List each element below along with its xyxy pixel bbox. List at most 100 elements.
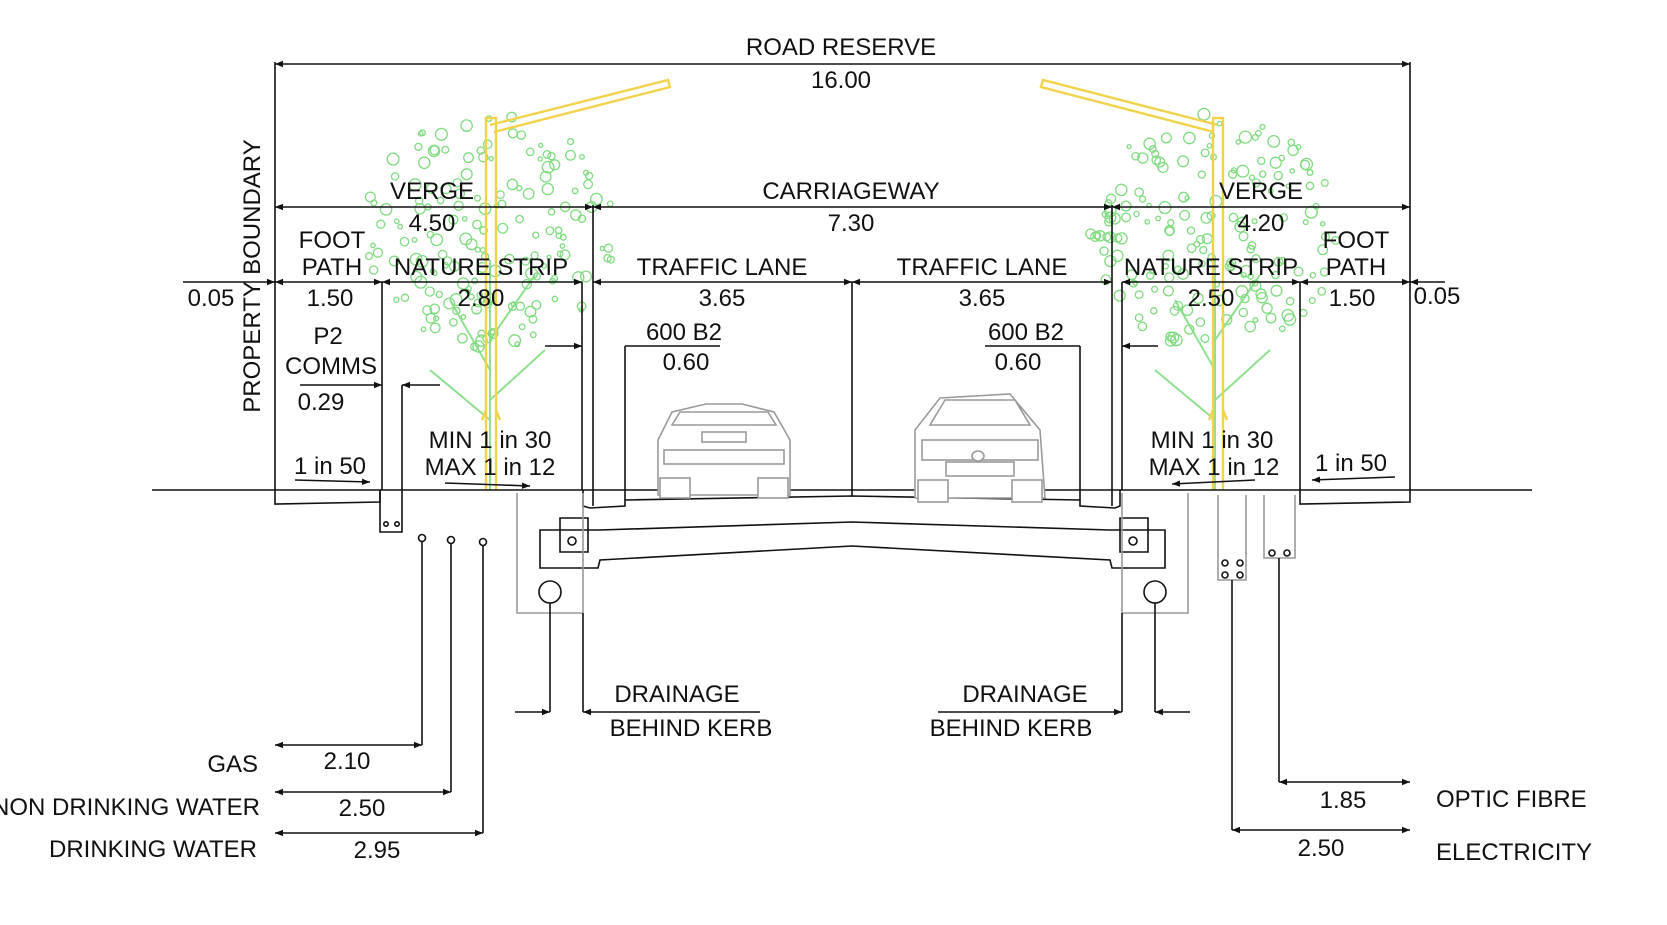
tree-leaf [1317, 244, 1329, 256]
tree-leaf [1198, 259, 1206, 268]
tree-leaf [1234, 220, 1247, 233]
tree-leaf [397, 223, 404, 230]
tree-leaf [537, 156, 543, 162]
service-gas-label: GAS [207, 751, 258, 778]
tree-leaf [554, 226, 563, 235]
tree-leaf [457, 332, 468, 344]
tree-leaf [1169, 305, 1180, 316]
tree-leaf [426, 182, 437, 194]
tree-leaf [418, 156, 431, 170]
footpath-left-label-2: PATH [302, 254, 362, 281]
tree-leaf [506, 178, 519, 191]
carriageway-label: CARRIAGEWAY [762, 178, 939, 205]
service-gas-value: 2.10 [324, 748, 371, 775]
tree-leaf [606, 200, 614, 208]
tree-leaf [1184, 324, 1195, 335]
tree-leaf [476, 291, 484, 299]
tree-leaf [1226, 257, 1237, 268]
tree-leaf [432, 315, 440, 322]
tree-leaf [476, 261, 488, 274]
tree-leaf [460, 314, 467, 320]
tree-leaf [1170, 333, 1183, 347]
offset-right-value: 0.05 [1414, 283, 1461, 310]
dim-kerb-left [545, 342, 720, 500]
tree-leaf [1085, 228, 1097, 240]
tree-leaf [1134, 313, 1144, 323]
tree-leaf [1295, 144, 1302, 150]
tree-leaf [1200, 333, 1210, 344]
tree-leaf [1278, 325, 1286, 333]
tree-leaf [528, 314, 538, 324]
tree-leaf [1285, 183, 1291, 189]
drainage-left-label-1: DRAINAGE [614, 681, 739, 708]
tree-leaf [542, 150, 552, 159]
tree-leaf [1137, 321, 1148, 332]
tree-leaf [1309, 271, 1317, 279]
tree-leaf [1120, 200, 1132, 212]
tree-leaf [1160, 132, 1172, 144]
tree-leaf [1317, 286, 1327, 296]
drainage-left-label-2: BEHIND KERB [610, 715, 773, 742]
tree-leaf [1131, 151, 1140, 161]
tree-leaf [1238, 307, 1249, 318]
tree-leaf [1100, 274, 1112, 285]
tree-leaf [1289, 168, 1296, 174]
drainage-right-label-2: BEHIND KERB [930, 715, 1093, 742]
tree-leaf [1331, 235, 1341, 245]
tree-leaf [364, 252, 374, 261]
footpath-right-value: 1.50 [1329, 285, 1376, 312]
car-rear-left [657, 403, 791, 499]
tree-leaf [443, 297, 456, 310]
footpath-left-value: 1.50 [307, 285, 354, 312]
tree-leaf [1184, 195, 1190, 201]
tree-leaf [1269, 156, 1282, 169]
road-reserve-value: 16.00 [811, 67, 871, 94]
tree-leaf [461, 215, 468, 222]
tree-leaf [518, 323, 526, 331]
traffic-lane-left-value: 3.65 [699, 285, 746, 312]
tree-leaf [440, 182, 452, 195]
service-electricity-label: ELECTRICITY [1436, 839, 1592, 866]
service-pipes [382, 520, 1291, 604]
tree-leaf [463, 152, 474, 164]
tree-leaf [425, 312, 437, 324]
verge-right-value: 4.20 [1238, 210, 1285, 237]
tree-leaf [376, 219, 386, 229]
tree-leaf [1167, 331, 1180, 344]
tree-leaf [510, 301, 517, 307]
tree-leaf [1200, 148, 1210, 158]
tree-leaf [1102, 232, 1112, 242]
tree-leaf [1113, 289, 1126, 302]
tree-leaf [521, 256, 531, 266]
tree-leaf [1304, 205, 1318, 219]
tree-leaf [436, 196, 445, 205]
slope-nature-left-min: MIN 1 in 30 [429, 427, 552, 454]
tree-leaf [1197, 107, 1211, 121]
verge-right-label: VERGE [1219, 178, 1303, 205]
tree-leaf [582, 169, 590, 176]
tree-leaf [1138, 195, 1147, 203]
tree-leaf [515, 301, 526, 312]
tree-leaf [1195, 234, 1206, 245]
tree-leaf [1207, 253, 1216, 262]
tree-leaf [431, 270, 438, 277]
kerb-left-label: 600 B2 [646, 319, 722, 346]
tree-leaf [1151, 285, 1159, 293]
tree-leaf [1134, 290, 1144, 300]
tree-leaf [1251, 254, 1261, 264]
tree-leaf [441, 145, 450, 154]
tree-leaf [525, 147, 535, 157]
tree-leaf [579, 270, 593, 283]
tree-leaf [507, 128, 519, 139]
tree-leaf [547, 208, 556, 216]
tree-leaf [476, 146, 485, 155]
tree-leaf [1235, 285, 1249, 298]
tree-leaf [546, 254, 552, 260]
dim-drainage-left [515, 603, 760, 716]
tree-leaf [1162, 249, 1175, 262]
tree-leaf [1238, 130, 1253, 144]
tree-leaf [1104, 211, 1117, 224]
tree-leaf [1150, 307, 1158, 315]
service-drinking-water-value: 2.95 [354, 837, 401, 864]
